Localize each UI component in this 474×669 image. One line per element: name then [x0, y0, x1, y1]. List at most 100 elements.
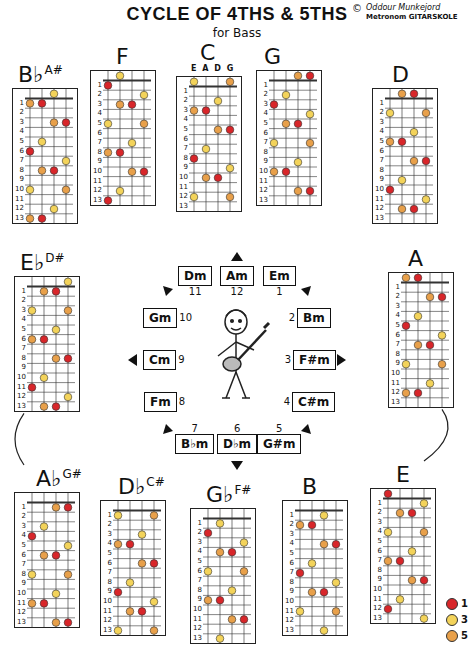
key-chart: G♭F#12345678910111213: [190, 482, 254, 644]
fret-line: [25, 156, 73, 157]
clock-number: 8: [176, 396, 185, 407]
fret-line: [385, 213, 433, 214]
fret-line: [113, 558, 161, 559]
fret-number: 2: [373, 108, 384, 118]
key-chart: D♭C#12345678910111213: [100, 474, 164, 636]
chord-tone-dot: [26, 148, 34, 156]
chord-tone-dot: [384, 528, 392, 536]
fret-number: 11: [101, 607, 112, 617]
chord-tone-dot: [438, 293, 446, 301]
fret-line: [27, 579, 75, 580]
fret-number: 6: [101, 559, 112, 569]
chord-tone-dot: [398, 205, 406, 213]
arrow-tri: [231, 252, 243, 261]
fret-number: 5: [373, 137, 384, 147]
fret-line: [383, 613, 431, 614]
fretboard: 12345678910111213: [100, 500, 166, 636]
key-name: F: [116, 44, 129, 69]
fret-line: [25, 137, 73, 138]
fret-number: 1: [91, 81, 102, 91]
fret-number: 5: [13, 137, 24, 147]
chord-tone-dot: [414, 312, 422, 320]
fret-line: [401, 340, 449, 341]
clock-number: 9: [175, 354, 184, 365]
fret-line: [203, 557, 251, 558]
fret-number: 9: [373, 175, 384, 185]
key-heading: B: [282, 474, 346, 500]
fret-line: [295, 587, 343, 588]
legend-text: 1: [461, 598, 468, 609]
fret-line: [295, 529, 343, 530]
fret-number: 8: [257, 148, 268, 158]
chord-tone-dot: [420, 576, 428, 584]
chord-tone-dot: [438, 360, 446, 368]
fret-number: 3: [283, 530, 294, 540]
fret-line: [401, 359, 449, 360]
fret-number: 2: [15, 512, 26, 522]
fret-number: 2: [15, 296, 26, 306]
key-name: A♭: [36, 466, 61, 491]
chord-tone-dot: [38, 138, 46, 146]
fret-number: 7: [101, 568, 112, 578]
chord-tone-dot: [52, 355, 60, 363]
chord-tone-dot: [308, 588, 316, 596]
chord-tone-dot: [190, 155, 198, 163]
nut-line: [103, 80, 151, 82]
fret-number: 8: [371, 566, 382, 576]
enharmonic-name: A#: [44, 63, 62, 77]
fret-number: 3: [101, 530, 112, 540]
chord-tone-dot: [294, 120, 302, 128]
chord-tone-dot: [214, 126, 222, 134]
chord-tone-dot: [202, 174, 210, 182]
fret-line: [383, 556, 431, 557]
chord-tone-dot: [64, 504, 72, 512]
fret-line: [295, 577, 343, 578]
chord-tone-dot: [420, 615, 428, 623]
fret-number: 12: [191, 624, 202, 634]
fret-line: [269, 147, 317, 148]
chord-tone-dot: [150, 627, 158, 635]
chord-tone-dot: [396, 509, 404, 517]
fret-number: 8: [191, 586, 202, 596]
fret-line: [385, 185, 433, 186]
clock-number: 2: [289, 312, 298, 323]
fret-line: [203, 585, 251, 586]
fret-number: 8: [91, 148, 102, 158]
chord-tone-dot: [228, 587, 236, 595]
chord-tone-dot: [52, 590, 60, 598]
fret-number: 11: [15, 383, 26, 393]
chord-tone-dot: [226, 126, 234, 134]
fret-line: [113, 520, 161, 521]
fret-line: [383, 546, 431, 547]
chord-tone-dot: [64, 619, 72, 627]
chord-tone-dot: [26, 100, 34, 108]
chord-tone-dot: [62, 186, 70, 194]
fret-line: [27, 373, 75, 374]
fret-number: 9: [91, 157, 102, 167]
chord-tone-dot: [216, 520, 224, 528]
fret-line: [113, 625, 161, 626]
chord-tone-dot: [64, 571, 72, 579]
key-heading: E: [370, 462, 434, 488]
chord-tone-dot: [228, 616, 236, 624]
chord-tone-dot: [402, 274, 410, 282]
fret-number: 4: [373, 127, 384, 137]
minor-key-box: C#m4: [292, 392, 335, 412]
fret-number: 8: [373, 166, 384, 176]
fret-number: 10: [371, 585, 382, 595]
fret-line: [27, 560, 75, 561]
fret-line: [269, 119, 317, 120]
fret-number: 7: [15, 560, 26, 570]
key-heading: A: [388, 246, 452, 272]
chord-tone-dot: [410, 205, 418, 213]
fret-number: 4: [191, 547, 202, 557]
fret-line: [385, 146, 433, 147]
fret-number: 11: [191, 615, 202, 625]
fret-number: 6: [371, 547, 382, 557]
fret-number: 4: [389, 311, 400, 321]
minor-key-name: D♭m: [223, 437, 251, 451]
chord-tone-dot: [306, 139, 314, 147]
fret-number: 2: [371, 508, 382, 518]
fret-number: 10: [191, 605, 202, 615]
fret-number: 4: [257, 109, 268, 119]
